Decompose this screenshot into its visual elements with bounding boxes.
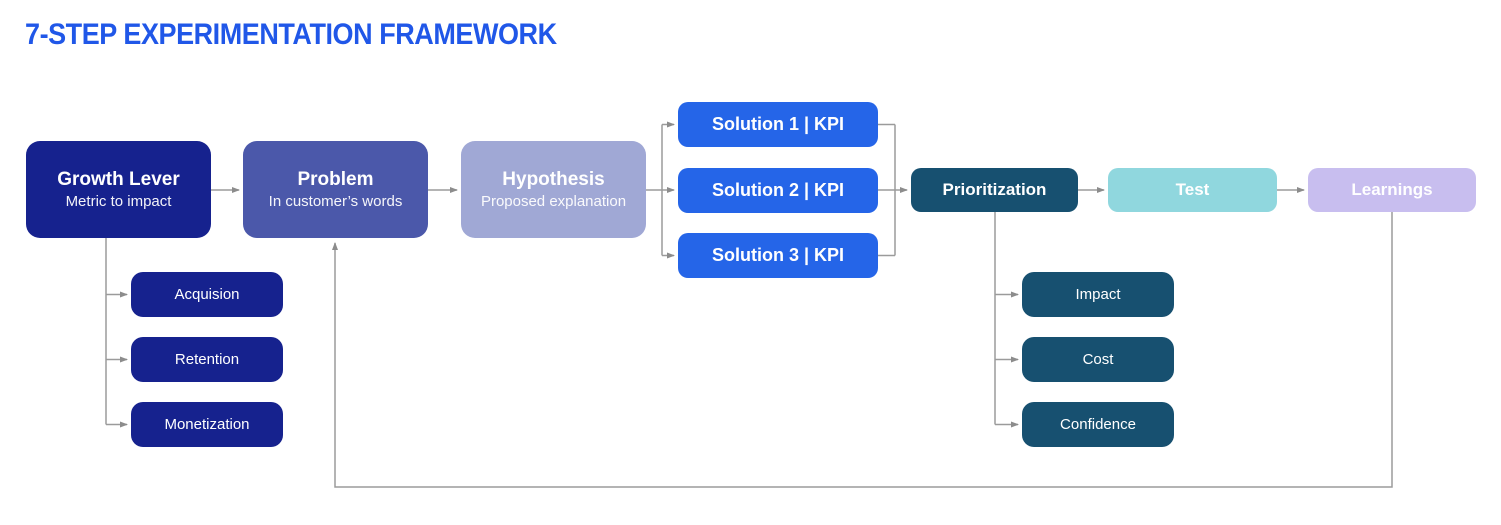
growth-lever-label: Growth Lever <box>57 169 180 190</box>
hypothesis-label: Hypothesis <box>502 169 605 190</box>
page-title: 7-STEP EXPERIMENTATION FRAMEWORK <box>25 18 557 51</box>
problem-label: Problem <box>297 169 374 190</box>
node-confidence: Confidence <box>1022 402 1174 447</box>
node-solution-3: Solution 3 | KPI <box>678 233 878 278</box>
node-learnings: Learnings <box>1308 168 1476 212</box>
hypothesis-sublabel: Proposed explanation <box>480 193 627 210</box>
node-test: Test <box>1108 168 1277 212</box>
node-monetization: Monetization <box>131 402 283 447</box>
node-hypothesis: Hypothesis Proposed explanation <box>461 141 646 238</box>
node-retention: Retention <box>131 337 283 382</box>
node-prioritization: Prioritization <box>911 168 1078 212</box>
node-impact: Impact <box>1022 272 1174 317</box>
node-acquision: Acquision <box>131 272 283 317</box>
growth-lever-sublabel: Metric to impact <box>65 193 172 210</box>
node-solution-1: Solution 1 | KPI <box>678 102 878 147</box>
node-solution-2: Solution 2 | KPI <box>678 168 878 213</box>
node-problem: Problem In customer’s words <box>243 141 428 238</box>
node-growth-lever: Growth Lever Metric to impact <box>26 141 211 238</box>
node-cost: Cost <box>1022 337 1174 382</box>
problem-sublabel: In customer’s words <box>268 193 403 210</box>
